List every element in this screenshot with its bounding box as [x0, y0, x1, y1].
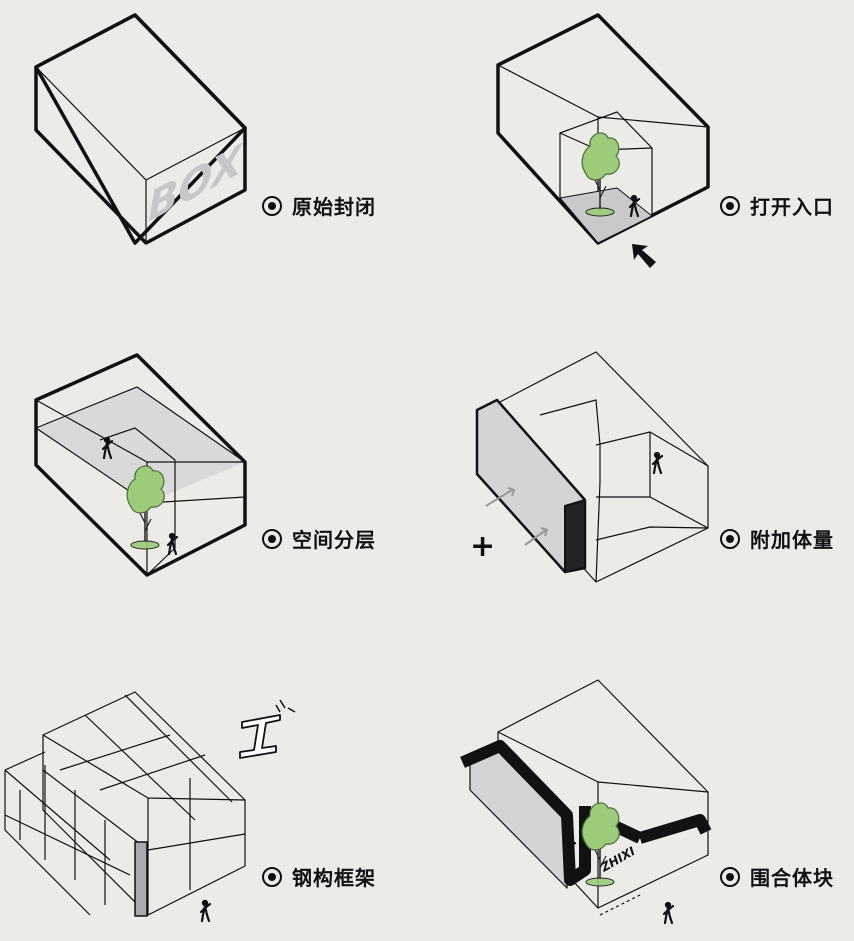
- i-beam-icon: [239, 714, 281, 759]
- stage-label-text: 附加体量: [750, 528, 834, 552]
- target-icon: [720, 528, 740, 549]
- plus-sign: +: [470, 529, 495, 564]
- target-icon: [720, 195, 740, 216]
- stage-label-text: 原始封闭: [292, 195, 376, 219]
- stage-label-steel-frame: 钢构框架: [262, 862, 376, 891]
- stage-label-text: 空间分层: [292, 528, 376, 552]
- diagram-open-entrance: [496, 13, 710, 268]
- diagram-enclosed-block: ZHIXI: [460, 679, 712, 925]
- diagram-layered: [34, 353, 247, 577]
- stage-label-enclosed: 围合体块: [720, 862, 834, 891]
- target-icon: [720, 866, 740, 887]
- stage-label-layered: 空间分层: [262, 524, 376, 553]
- stage-label-add-volume: 附加体量: [720, 524, 834, 553]
- diagram-steel-frame: [4, 691, 296, 923]
- target-icon: [262, 866, 282, 887]
- diagram-add-volume: +: [470, 351, 709, 583]
- target-icon: [262, 195, 282, 216]
- target-icon: [262, 528, 282, 549]
- stage-label-closed: 原始封闭: [262, 191, 376, 220]
- diagram-closed-box: BOX: [34, 13, 247, 245]
- stage-label-text: 打开入口: [750, 195, 834, 219]
- zhixi-text: ZHIXI: [598, 844, 638, 875]
- stage-label-entrance: 打开入口: [720, 191, 834, 220]
- stage-label-text: 围合体块: [750, 866, 834, 890]
- stage-label-text: 钢构框架: [292, 866, 376, 890]
